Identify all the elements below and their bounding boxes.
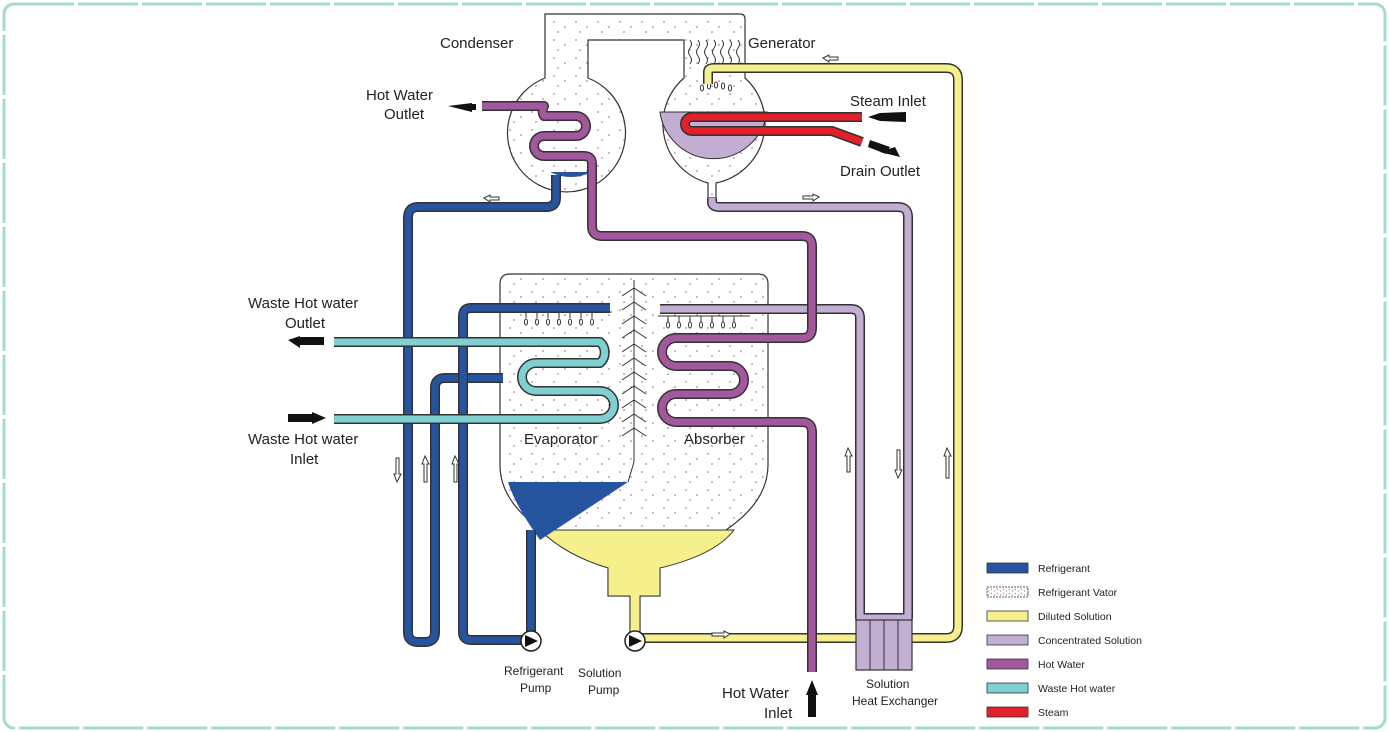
legend-label: Refrigerant: [1038, 563, 1090, 575]
legend-item: Waste Hot water: [986, 682, 1116, 695]
waste-hot-water-outlet-label-1: Waste Hot water: [248, 295, 358, 312]
vapour-squiggles: [688, 39, 740, 65]
legend-swatch: [986, 706, 1029, 718]
generator-label: Generator: [748, 35, 816, 52]
concentrated-solution-pipe: [660, 198, 912, 622]
legend-item: Diluted Solution: [986, 610, 1112, 623]
refrigerant-pump-icon: [520, 630, 542, 652]
legend-item: Concentrated Solution: [986, 634, 1142, 647]
solution-heat-exchanger-label-2: Heat Exchanger: [852, 694, 938, 708]
drain-outlet-label: Drain Outlet: [840, 163, 921, 180]
legend-item: Steam: [986, 706, 1069, 719]
eliminator-chevrons: [621, 287, 647, 437]
diluted-solution-pool: [538, 529, 736, 645]
refrigerant-return-pipe: [404, 175, 560, 646]
solution-heat-exchanger-label-1: Solution: [866, 677, 909, 691]
legend-item: Hot Water: [986, 658, 1085, 671]
legend-swatch: [986, 682, 1029, 694]
flow-arrows-large: [288, 103, 906, 717]
hot-water-outlet-label-1: Hot Water: [366, 87, 433, 104]
solution-pump-icon: [624, 630, 646, 652]
flow-arrows-small: [393, 54, 952, 639]
legend-item: Refrigerant Vator: [986, 586, 1118, 599]
absorber-nozzles: [658, 315, 750, 329]
legend-swatch: [986, 562, 1029, 574]
waste-hot-water-outlet-label-2: Outlet: [285, 315, 326, 332]
legend-item: Refrigerant: [986, 562, 1090, 575]
legend-label: Hot Water: [1038, 659, 1085, 671]
steam-pipe: [681, 113, 864, 146]
condenser-label: Condenser: [440, 35, 513, 52]
legend-swatch: [986, 586, 1029, 598]
legend-label: Concentrated Solution: [1038, 635, 1142, 647]
solution-heat-exchanger: [855, 619, 913, 671]
hot-water-inlet-label-1: Hot Water: [722, 685, 789, 702]
evaporator-refrigerant-pool: [508, 482, 628, 540]
solution-pump-label-2: Pump: [588, 683, 620, 697]
absorber-label: Absorber: [684, 431, 745, 448]
generator-droplets: [699, 81, 733, 92]
refrigerant-pump-pipe: [459, 304, 610, 644]
refrigerant-pump-label-2: Pump: [520, 681, 552, 695]
legend-swatch: [986, 610, 1029, 622]
solution-pump-label-1: Solution: [578, 666, 621, 680]
legend-label: Waste Hot water: [1038, 683, 1116, 695]
diluted-solution-pipe: [640, 64, 962, 642]
waste-hot-water-inlet-label-2: Inlet: [290, 451, 319, 468]
waste-hot-water-pipe: [334, 338, 618, 423]
refrigerant-pump-label-1: Refrigerant: [504, 664, 564, 678]
hot-water-outlet-label-2: Outlet: [384, 106, 425, 123]
hot-water-pipe: [482, 102, 816, 672]
evaporator-label: Evaporator: [524, 431, 597, 448]
steam-inlet-label: Steam Inlet: [850, 93, 927, 110]
legend-label: Refrigerant Vator: [1038, 587, 1118, 599]
legend-label: Steam: [1038, 707, 1069, 719]
evaporator-nozzles: [518, 311, 612, 326]
legend-label: Diluted Solution: [1038, 611, 1112, 623]
legend-swatch: [986, 658, 1029, 670]
legend-swatch: [986, 634, 1029, 646]
waste-hot-water-inlet-label-1: Waste Hot water: [248, 431, 358, 448]
hot-water-inlet-label-2: Inlet: [764, 705, 793, 722]
